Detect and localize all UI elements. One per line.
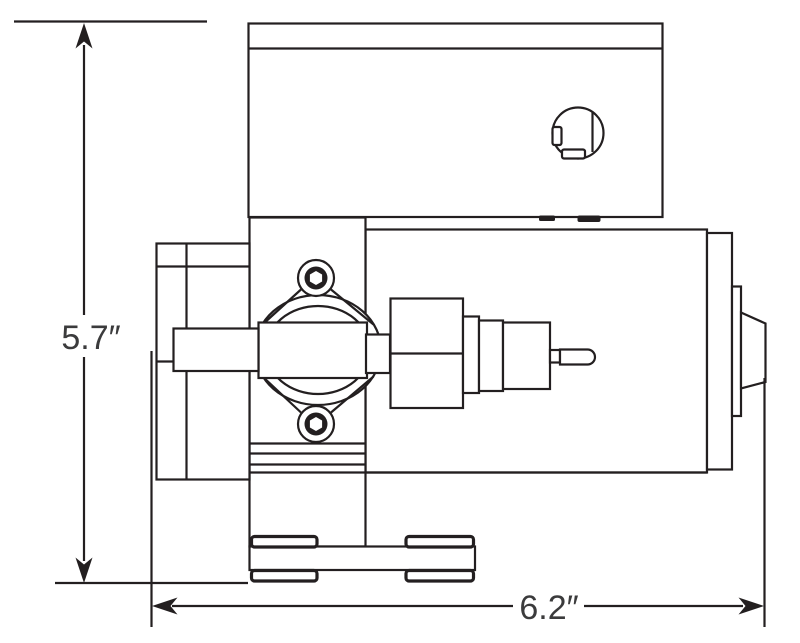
manifold-block xyxy=(257,321,369,380)
top-bolt-hex-socket xyxy=(309,271,323,285)
foot-pad-top-right xyxy=(404,534,476,549)
switch-stem-step xyxy=(548,348,562,364)
upper-housing xyxy=(247,22,664,222)
switch-stem-rod xyxy=(558,348,597,366)
base-plate xyxy=(248,545,477,572)
terminal-tabs xyxy=(539,215,601,222)
height-arrow-up-icon xyxy=(75,23,93,49)
width-arrow-right-icon xyxy=(738,597,764,615)
foot-pad-bottom-left xyxy=(249,568,319,583)
inlet-port xyxy=(172,327,260,373)
switch-body xyxy=(501,321,552,391)
pressure-switch xyxy=(364,297,597,410)
switch-collar-2 xyxy=(477,319,505,393)
height-arrow-down-icon xyxy=(75,557,93,583)
switch-collar-small xyxy=(364,333,392,375)
top-left-gusset-line xyxy=(261,288,302,326)
port-bottom-tab xyxy=(560,148,587,160)
motor-shaft-hub xyxy=(739,310,767,390)
switch-port-detail xyxy=(551,106,605,160)
motor-end-ring xyxy=(730,285,743,418)
foot-pad-top-left xyxy=(249,534,319,549)
bottom-left-gusset-line xyxy=(261,375,302,414)
motor-end-cap xyxy=(705,231,734,471)
bottom-right-gusset-line xyxy=(330,375,375,414)
top-right-gusset-line xyxy=(330,288,375,326)
foot-pad-bottom-right xyxy=(404,568,476,583)
terminal-tab-right xyxy=(577,215,601,222)
height-dimension-label: 5.7″ xyxy=(61,319,120,357)
width-arrow-left-icon xyxy=(152,597,178,615)
width-dimension: 6.2″ xyxy=(150,351,766,627)
switch-collar-1 xyxy=(461,315,481,395)
terminal-tab-left xyxy=(539,215,555,221)
width-dimension-label: 6.2″ xyxy=(519,589,578,627)
bottom-bolt-hex-socket xyxy=(309,417,323,431)
port-left-notch xyxy=(551,125,563,147)
mounting-feet xyxy=(248,534,477,583)
